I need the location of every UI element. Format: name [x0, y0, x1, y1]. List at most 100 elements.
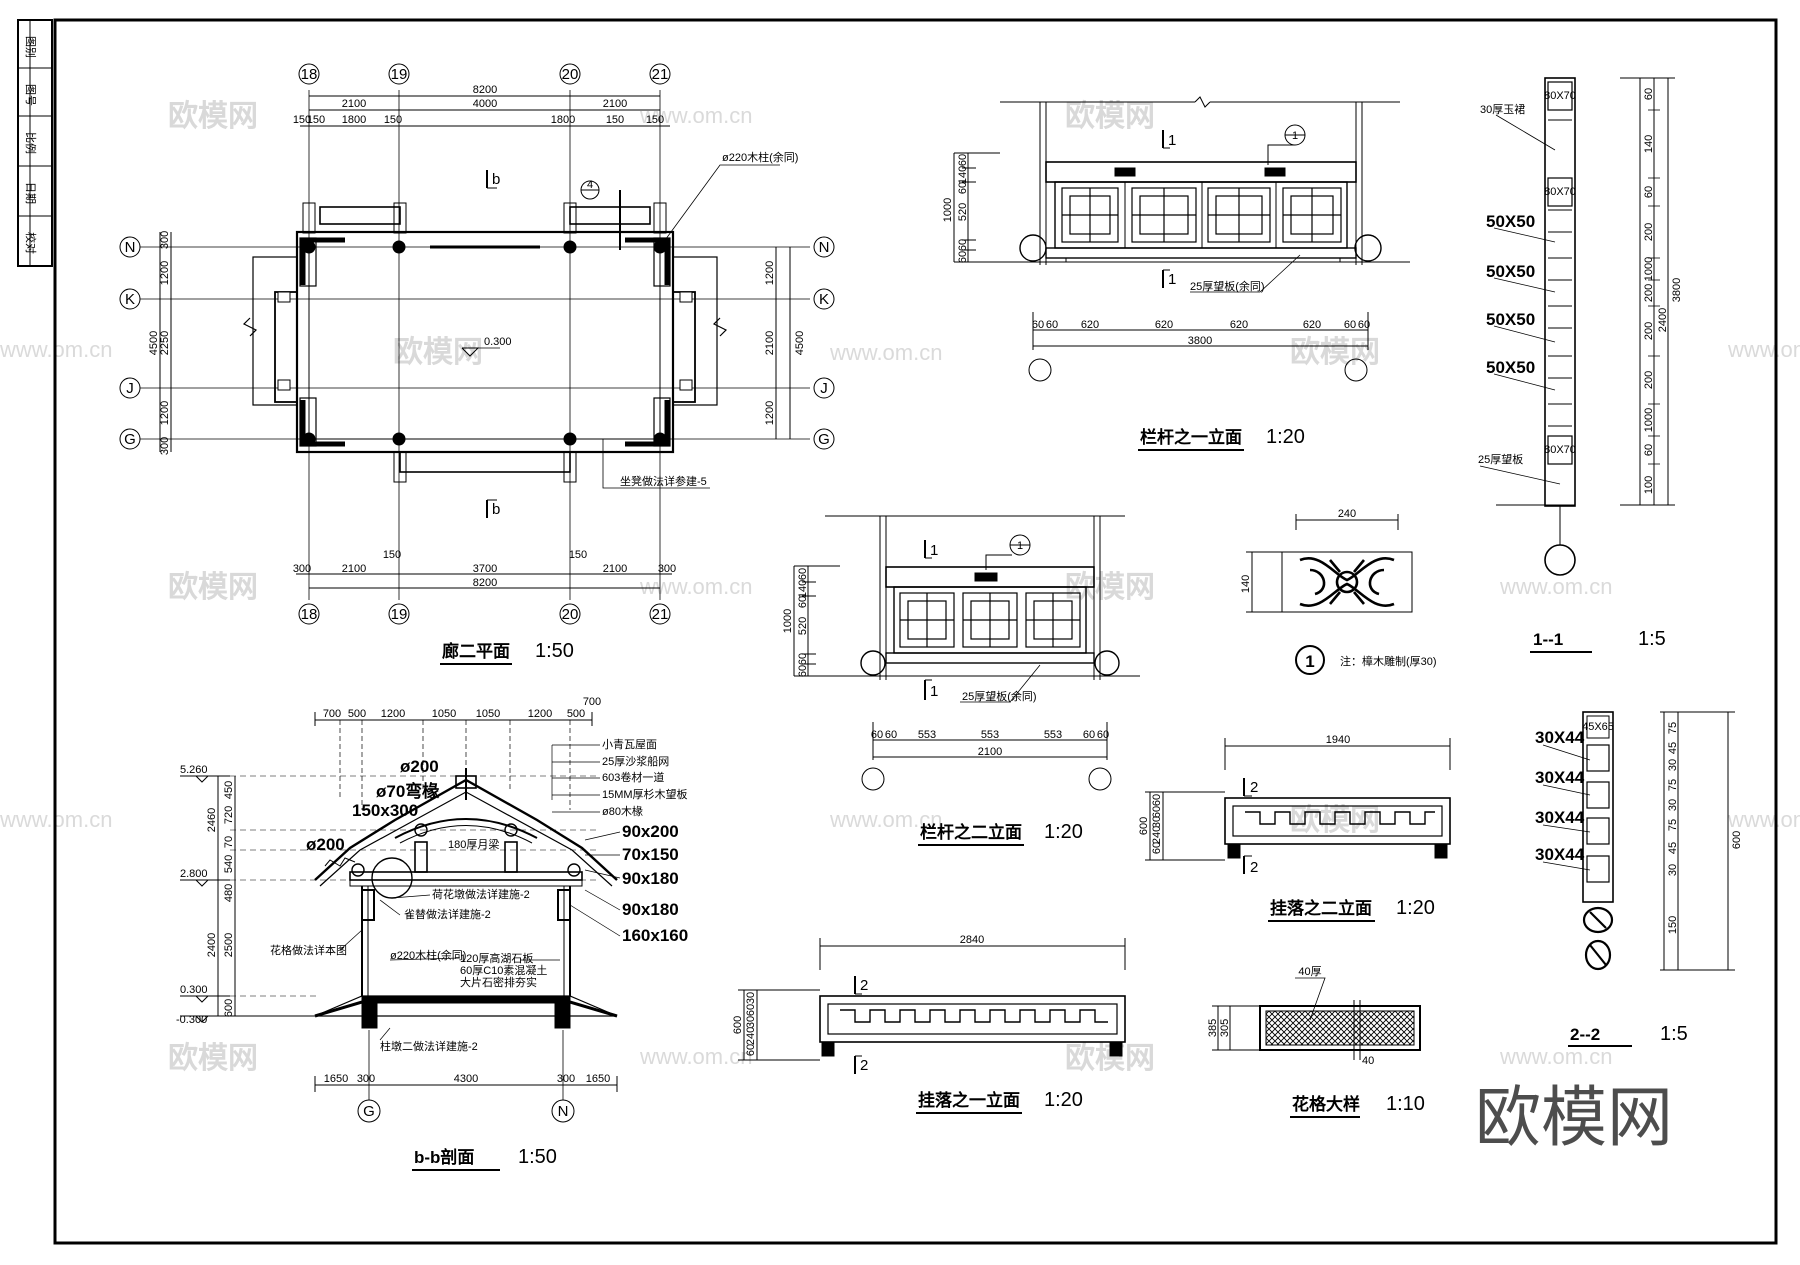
title-block-cell: 校对 [24, 232, 38, 254]
view-title: b-b剖面 [414, 1147, 474, 1167]
size-label: 80X70 [1544, 444, 1576, 456]
axis-label: K [125, 291, 135, 308]
dim-text: 45 [1667, 742, 1679, 754]
axis-label: K [819, 291, 829, 308]
level-text: 0.300 [484, 336, 512, 348]
level-text: 0.300 [180, 984, 208, 996]
sheet-border [53, 18, 1778, 1245]
note-text: 60厚C10素混凝土 [460, 963, 547, 977]
dim-text: 1800 [342, 114, 366, 126]
axis-label: 20 [562, 66, 579, 83]
view-scale: 1:20 [1044, 821, 1083, 843]
dim-text: 1050 [432, 708, 456, 720]
dim-text: 60 [885, 729, 897, 741]
size-label: 80X70 [1544, 186, 1576, 198]
section-b-b-labels: 700 500 1200 1050 1050 1200 500 700 5.26… [176, 696, 688, 1171]
view-title: 栏杆之二立面 [920, 822, 1022, 842]
dim-text: 3800 [1671, 278, 1683, 302]
dim-text: 2100 [978, 746, 1002, 758]
huage-labels: 40厚 385 305 40 花格大样 1:10 [1207, 965, 1425, 1118]
note-text: 小青瓦屋面 [602, 738, 657, 751]
note-text: 柱墩二做法详建施-2 [380, 1039, 478, 1053]
size-label: 30X44 [1535, 845, 1585, 864]
view-scale: 1:5 [1660, 1023, 1688, 1045]
level-text: 2.800 [180, 868, 208, 880]
section-2-2 [1542, 711, 1735, 971]
title-block-cell: 图号 [24, 84, 37, 106]
dim-text: 60 [957, 154, 969, 166]
dim-text: 60 [1344, 319, 1356, 331]
dim-text: 620 [1081, 319, 1099, 331]
dim-text: 1650 [324, 1073, 348, 1085]
view-scale: 1:5 [1638, 628, 1666, 650]
title-block-cell: 图别 [24, 36, 37, 58]
dim-text: 2500 [223, 933, 235, 957]
note-text: 40厚 [1298, 965, 1321, 978]
dim-text: 620 [1303, 319, 1321, 331]
watermark-text: www.om.cn [639, 574, 752, 599]
size-label: 50X50 [1486, 310, 1535, 329]
note-text: 大片石密排夯实 [460, 975, 537, 989]
watermark-text: 欧模网 [168, 571, 258, 604]
dim-text: 60 [797, 653, 809, 665]
note-text: 注：樟木雕制(厚30) [1340, 654, 1437, 668]
note-text: 25厚沙浆船网 [602, 754, 669, 768]
dim-text: 140 [1240, 575, 1252, 593]
view-scale: 1:20 [1396, 897, 1435, 919]
dim-text: 60 [1151, 806, 1163, 818]
note-text: ø80木椽 [602, 805, 643, 818]
section-1-1 [1479, 77, 1675, 576]
dim-text: 300 [159, 437, 171, 455]
dim-text: 60 [1643, 88, 1655, 100]
dim-text: 30 [745, 1016, 757, 1028]
dim-text: 60 [797, 568, 809, 580]
dim-text: 2400 [1657, 308, 1669, 332]
dim-text: 2460 [206, 808, 218, 832]
dim-text: 140 [1643, 135, 1655, 153]
dim-text: 60 [1032, 319, 1044, 331]
view-title: 栏杆之一立面 [1140, 427, 1242, 447]
dim-text: 30 [745, 992, 757, 1004]
dim-text: 300 [159, 231, 171, 249]
view-title: 挂落之二立面 [1270, 898, 1372, 918]
dim-text: 553 [981, 729, 999, 741]
dim-text: 553 [1044, 729, 1062, 741]
dim-text: 60 [797, 665, 809, 677]
note-text: 180厚月梁 [448, 837, 499, 851]
size-label: ø200 [400, 757, 439, 776]
dim-text: 75 [1667, 819, 1679, 831]
dim-text: 30 [1151, 816, 1163, 828]
dim-text: 300 [293, 563, 311, 575]
corner-logo: 欧模网 [1475, 1080, 1673, 1154]
dim-text: 520 [957, 203, 969, 221]
dim-text: 60 [1643, 186, 1655, 198]
dim-text: 1000 [1643, 408, 1655, 432]
watermark-text: www.om.cn [829, 340, 942, 365]
axis-label: G [818, 431, 830, 448]
dim-text: 8200 [473, 577, 497, 589]
size-label: 50X50 [1486, 262, 1535, 281]
dim-text: 150 [646, 114, 664, 126]
dim-text: 2100 [764, 331, 776, 355]
dim-text: 620 [1230, 319, 1248, 331]
dim-text: 30 [1667, 759, 1679, 771]
view-scale: 1:10 [1386, 1093, 1425, 1115]
detail-number: 1 [1305, 652, 1314, 671]
note-text: 25厚望板(余同) [1190, 279, 1265, 293]
dim-text: 60 [1358, 319, 1370, 331]
dim-text: 553 [918, 729, 936, 741]
note-text: 坐凳做法详参建-5 [620, 474, 707, 488]
dim-text: 500 [348, 708, 366, 720]
dim-text: 1650 [586, 1073, 610, 1085]
view-scale: 1:50 [535, 640, 574, 662]
dim-text: 150 [1667, 916, 1679, 934]
axis-label: 19 [391, 606, 408, 623]
view-title: 花格大样 [1292, 1094, 1360, 1114]
dim-text: 700 [323, 708, 341, 720]
axis-label: G [124, 431, 136, 448]
dim-text: 1200 [381, 708, 405, 720]
dim-text: 385 [1207, 1019, 1219, 1037]
size-label: 160x160 [622, 926, 688, 945]
section-mark: 2 [1250, 779, 1258, 796]
guale-2-elevation [1145, 738, 1451, 874]
